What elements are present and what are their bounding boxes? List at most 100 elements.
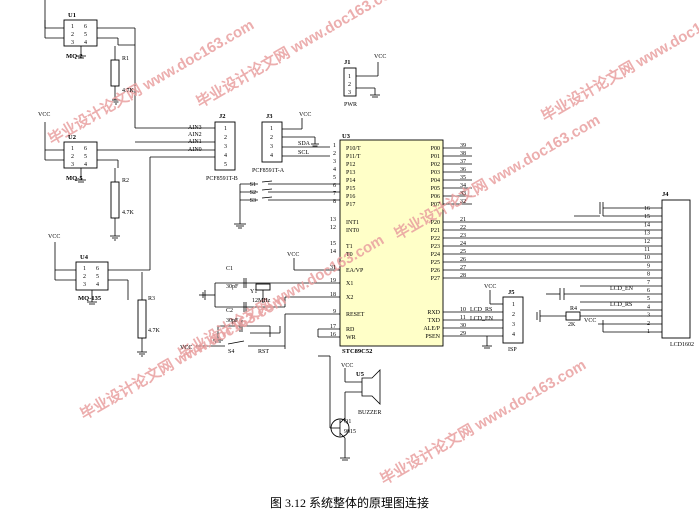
sensor-pin: 3 bbox=[71, 40, 74, 46]
mcu-pin-name: P21 bbox=[431, 228, 440, 234]
mcu-pin-num: 16 bbox=[330, 332, 336, 338]
watermark-text: 毕业设计论文网 www.doc163.com bbox=[377, 356, 589, 489]
lcd-pin: 10 bbox=[644, 255, 650, 261]
lcd-pin: 15 bbox=[644, 214, 650, 220]
power-part: PWR bbox=[344, 102, 357, 108]
sensor-part: MQ-5 bbox=[66, 175, 83, 182]
mcu-pin-name: P07 bbox=[431, 202, 440, 208]
mcu-pin-name: ALE/P bbox=[423, 326, 440, 332]
vcc-label: VCC bbox=[341, 363, 353, 369]
cap-c2-value: 30pF bbox=[226, 318, 239, 324]
mcu-pin-name: EA/VP bbox=[346, 268, 364, 274]
sensor-pin: 1 bbox=[83, 266, 86, 272]
i2c-sda-label: SDA bbox=[298, 141, 311, 147]
vcc-label: VCC bbox=[38, 112, 50, 118]
mcu-pin-num: 24 bbox=[460, 241, 466, 247]
sensor-ref: U1 bbox=[68, 12, 76, 19]
lcd-pin: 16 bbox=[644, 206, 650, 212]
lcd-net: LCD_RS bbox=[610, 302, 632, 308]
adc-b-pin: 5 bbox=[224, 162, 227, 168]
mcu-pin-name: INT1 bbox=[346, 220, 359, 226]
mcu-pin-num: 11 bbox=[460, 315, 466, 321]
mcu-pin-name: P02 bbox=[431, 162, 440, 168]
mcu-pin-name: P05 bbox=[431, 186, 440, 192]
sensor-pin: 3 bbox=[71, 162, 74, 168]
sensor-pin: 5 bbox=[96, 274, 99, 280]
buzzer-part: BUZZER bbox=[358, 410, 381, 416]
mcu-pin-name: P03 bbox=[431, 170, 440, 176]
lcd-pin: 9 bbox=[647, 263, 650, 269]
adc-a-part: PCF8591T-A bbox=[252, 168, 285, 174]
mcu-pin-num: 33 bbox=[460, 191, 466, 197]
mcu-pin-name: P14 bbox=[346, 178, 355, 184]
transistor-ref: Q1 bbox=[344, 419, 351, 425]
sensor-pin: 6 bbox=[96, 266, 99, 272]
sensor-pin: 5 bbox=[84, 154, 87, 160]
reset-switch-ref: S4 bbox=[228, 349, 234, 355]
isp-net: LCD_EN bbox=[470, 316, 494, 322]
mcu-pin-name: P16 bbox=[346, 194, 355, 200]
mcu-pin-name: INT0 bbox=[346, 228, 359, 234]
mcu-pin-name: TXD bbox=[428, 318, 441, 324]
vcc-label: VCC bbox=[374, 54, 386, 60]
adc-b-pin: 1 bbox=[224, 126, 227, 132]
mcu-pin-name: P26 bbox=[431, 268, 440, 274]
mcu-pin-name: P01 bbox=[431, 154, 440, 160]
switch-ref: S1 bbox=[250, 182, 256, 188]
adc-b-net: AIN1 bbox=[188, 139, 202, 145]
cap-c1-value: 30pF bbox=[226, 284, 239, 290]
mcu-pin-name: PSEN bbox=[425, 334, 440, 340]
mcu-pin-name: P17 bbox=[346, 202, 355, 208]
power-pin: 1 bbox=[348, 74, 351, 80]
resistor-ref: R4 bbox=[570, 306, 577, 312]
i2c-scl-label: SCL bbox=[298, 150, 309, 156]
adc-a-pin: 4 bbox=[270, 153, 273, 159]
resistor-value: 4.7K bbox=[122, 88, 135, 94]
adc-b-net: AIN0 bbox=[188, 147, 202, 153]
mcu-pin-num: 8 bbox=[333, 199, 336, 205]
isp-part: ISP bbox=[508, 347, 517, 353]
mcu-pin-num: 27 bbox=[460, 265, 466, 271]
mcu-pin-num: 35 bbox=[460, 175, 466, 181]
lcd-pin: 8 bbox=[647, 272, 650, 278]
mcu-pin-name: T1 bbox=[346, 244, 353, 250]
isp-net: LCD_RS bbox=[470, 307, 492, 313]
mcu-pin-num: 3 bbox=[333, 159, 336, 165]
mcu-pin-num: 9 bbox=[333, 309, 336, 315]
vcc-label: VCC bbox=[287, 252, 299, 258]
sensor-pin: 4 bbox=[96, 282, 99, 288]
sensor-pin: 4 bbox=[84, 162, 87, 168]
mcu-ref: U3 bbox=[342, 133, 351, 140]
isp-pin: 1 bbox=[512, 302, 515, 308]
sensor-pin: 6 bbox=[84, 24, 87, 30]
lcd-pin: 13 bbox=[644, 231, 650, 237]
mcu-pin-name: P04 bbox=[431, 178, 440, 184]
sensor-pin: 3 bbox=[83, 282, 86, 288]
power-pin: 2 bbox=[348, 82, 351, 88]
mcu-part: STC89C52 bbox=[342, 348, 372, 355]
crystal-ref: Y1 bbox=[250, 289, 257, 295]
adc-a-pin: 1 bbox=[270, 126, 273, 132]
mcu-pin-num: 14 bbox=[330, 249, 336, 255]
lcd-ref: J4 bbox=[662, 191, 669, 198]
lcd-pin: 1 bbox=[647, 329, 650, 335]
mcu-pin-num: 15 bbox=[330, 241, 336, 247]
buzzer-ref: U5 bbox=[356, 371, 365, 378]
reset-label: RST bbox=[258, 349, 269, 355]
adc-a-pin: 2 bbox=[270, 135, 273, 141]
lcd-pin: 11 bbox=[644, 247, 650, 253]
vcc-label: VCC bbox=[484, 284, 496, 290]
mcu-pin-num: 25 bbox=[460, 249, 466, 255]
figure-caption: 图 3.12 系统整体的原理图连接 bbox=[269, 496, 429, 510]
mcu-pin-name: X1 bbox=[346, 281, 353, 287]
mcu-pin-name: P12 bbox=[346, 162, 355, 168]
mcu-pin-name: P22 bbox=[431, 236, 440, 242]
mcu-pin-num: 12 bbox=[330, 225, 336, 231]
switch-ref: S2 bbox=[250, 190, 256, 196]
power-ref: J1 bbox=[344, 59, 351, 66]
mcu-pin-num: 2 bbox=[333, 151, 336, 157]
sensor-ref: U4 bbox=[80, 254, 89, 261]
resistor-ref: R3 bbox=[148, 296, 155, 302]
sensor-pin: 2 bbox=[71, 154, 74, 160]
mcu-pin-num: 19 bbox=[330, 278, 336, 284]
